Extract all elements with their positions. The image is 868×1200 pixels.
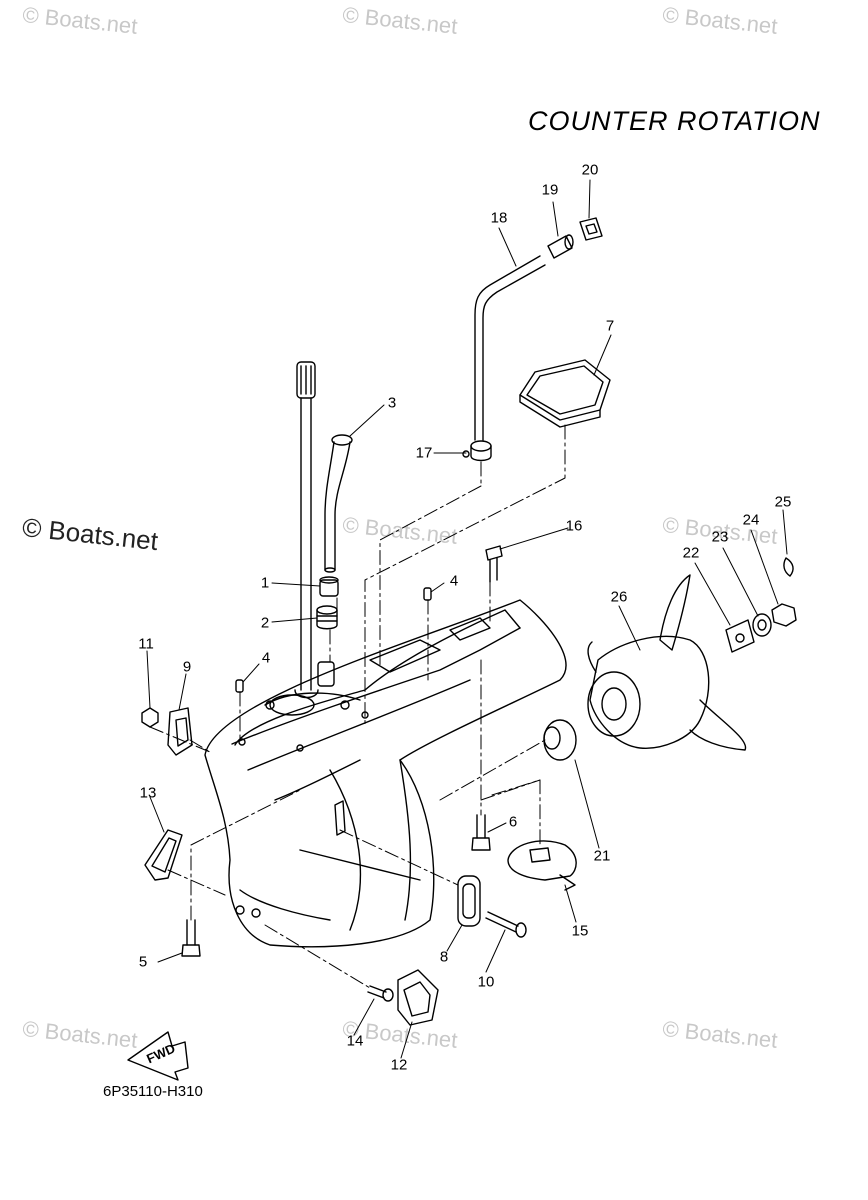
callout-4: 4 — [449, 572, 459, 590]
callout-18: 18 — [490, 209, 508, 227]
callout-4: 4 — [261, 649, 271, 667]
callout-3: 3 — [387, 394, 397, 412]
callout-12: 12 — [390, 1056, 408, 1074]
part-9-anode — [167, 707, 193, 756]
callout-15: 15 — [571, 922, 589, 940]
callout-9: 9 — [182, 658, 192, 676]
callout-8: 8 — [439, 948, 449, 966]
part-15-anode — [507, 840, 577, 891]
callout-17: 17 — [415, 444, 433, 462]
callout-1: 1 — [260, 574, 270, 592]
part-1-collar — [319, 576, 339, 597]
part-10-bolt — [485, 911, 527, 938]
callout-7: 7 — [605, 317, 615, 335]
water-tube-stub — [317, 661, 335, 687]
part-21-ring — [543, 719, 577, 761]
callout-5: 5 — [138, 953, 148, 971]
part-22-washer — [725, 619, 755, 653]
part-2-grommet — [316, 605, 338, 630]
part-25-cotter-pin — [783, 557, 794, 577]
part-20-clip — [579, 217, 603, 241]
part-12-anode — [397, 969, 439, 1026]
callout-2: 2 — [260, 614, 270, 632]
callout-10: 10 — [477, 973, 495, 991]
part-16-bolt — [485, 545, 503, 583]
part-23-spacer — [752, 613, 772, 637]
callout-26: 26 — [610, 588, 628, 606]
drive-shaft — [294, 361, 319, 699]
part-13-trim-tab — [144, 829, 183, 881]
part-8-anode — [457, 875, 481, 927]
callout-20: 20 — [581, 161, 599, 179]
leader-lines — [146, 179, 788, 1059]
callout-11: 11 — [138, 635, 154, 653]
fwd-arrow — [127, 1031, 189, 1081]
part-3-water-pipe — [324, 434, 353, 573]
part-7-gasket — [519, 359, 611, 428]
part-17-nipple — [462, 440, 492, 462]
part-11-nut — [141, 707, 159, 728]
part-19-grommet — [547, 234, 574, 259]
callout-25: 25 — [774, 493, 792, 511]
part-14-screw — [367, 985, 394, 1002]
callout-22: 22 — [682, 544, 700, 562]
phantom-lines — [149, 424, 566, 989]
diagram-title: COUNTER ROTATION — [528, 106, 821, 136]
part-18-tube — [474, 255, 546, 441]
callout-13: 13 — [139, 784, 157, 802]
callout-14: 14 — [346, 1032, 364, 1050]
callout-23: 23 — [711, 528, 729, 546]
part-6-bolt — [471, 814, 491, 851]
part-26-propeller — [587, 574, 747, 751]
part-24-nut — [771, 603, 797, 627]
part-code: 6P35110-H310 — [103, 1083, 203, 1100]
callout-21: 21 — [593, 847, 611, 865]
callout-19: 19 — [541, 181, 559, 199]
lower-casing — [204, 599, 567, 948]
callout-16: 16 — [565, 517, 583, 535]
callout-24: 24 — [742, 511, 760, 529]
part-5-bolt — [181, 919, 201, 957]
callout-6: 6 — [508, 813, 518, 831]
